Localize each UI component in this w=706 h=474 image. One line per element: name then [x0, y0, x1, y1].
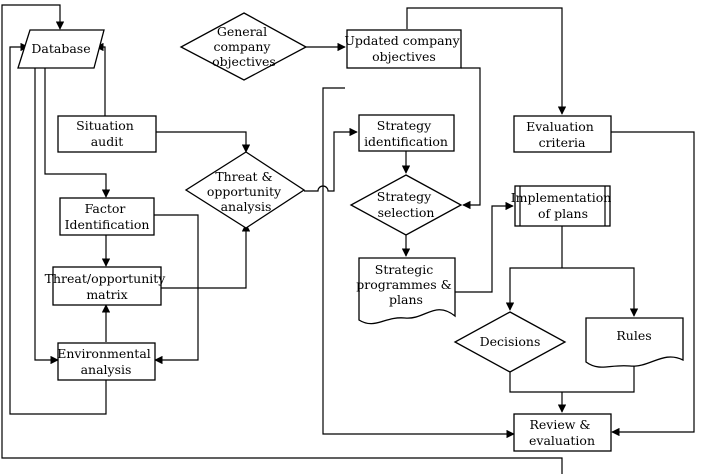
edges — [1, 4, 695, 474]
node-strategic-programmes-plans: Strategic programmes & plans — [356, 257, 456, 325]
edge-updated-to-review — [322, 87, 515, 439]
node-rules-label: Rules — [616, 328, 651, 343]
node-strategy-identification: Strategy identification — [358, 114, 455, 152]
node-implementation-of-plans-label: Implementation of plans — [511, 190, 616, 221]
edge-criteria-to-review — [611, 131, 695, 437]
node-situation-audit: Situation audit — [57, 115, 157, 153]
node-strategy-identification-label: Strategy identification — [364, 118, 448, 149]
node-decisions: Decisions — [453, 311, 567, 373]
node-factor-identification: Factor Identification — [59, 197, 155, 236]
edge-threat-analysis-to-strategy-id — [304, 127, 358, 192]
node-threat-opportunity-matrix: Threat/opportunity matrix — [45, 266, 170, 306]
node-factor-identification-label: Factor Identification — [65, 201, 150, 232]
node-review-evaluation: Review & evaluation — [513, 413, 612, 452]
node-general-company-objectives: General company objectives — [179, 12, 308, 81]
edge-programmes-to-implementation — [455, 201, 514, 293]
node-threat-opportunity-analysis: Threat & opportunity analysis — [184, 151, 306, 229]
node-database-label: Database — [31, 41, 90, 56]
edge-rules-to-review — [562, 364, 635, 393]
node-rules: Rules — [585, 317, 684, 368]
node-strategy-selection: Strategy selection — [349, 174, 463, 236]
node-updated-company-objectives: Updated company objectives — [344, 29, 463, 69]
node-evaluation-criteria: Evaluation criteria — [513, 115, 612, 153]
node-review-evaluation-label: Review & evaluation — [529, 417, 595, 448]
edge-decisions-to-review — [509, 372, 562, 393]
edge-environmental-to-database — [9, 42, 107, 415]
edge-updated-to-strategy-selection — [461, 67, 481, 210]
node-decisions-label: Decisions — [480, 334, 541, 349]
edge-implementation-to-rules — [562, 267, 639, 317]
edge-situation-to-threat-analysis — [156, 131, 251, 153]
node-threat-opportunity-analysis-label: Threat & opportunity analysis — [207, 169, 285, 214]
edge-updated-to-evaluation-criteria — [406, 7, 567, 115]
edge-database-to-factor — [44, 68, 111, 198]
node-database: Database — [17, 29, 105, 69]
node-general-company-objectives-label: General company objectives — [212, 24, 276, 69]
edge-matrix-to-threat-analysis — [161, 223, 251, 289]
node-updated-company-objectives-label: Updated company objectives — [344, 33, 463, 64]
edge-implementation-to-decisions — [505, 267, 562, 311]
node-threat-opportunity-matrix-label: Threat/opportunity matrix — [45, 271, 170, 302]
node-implementation-of-plans: Implementation of plans — [511, 185, 616, 227]
node-situation-audit-label: Situation audit — [76, 118, 138, 149]
edge-database-to-environmental — [34, 68, 59, 365]
edge-outer-loop-to-database — [1, 4, 563, 474]
node-environmental-analysis-label: Environmental analysis — [57, 346, 155, 377]
node-evaluation-criteria-label: Evaluation criteria — [526, 119, 598, 150]
node-environmental-analysis: Environmental analysis — [57, 342, 156, 381]
node-strategic-programmes-plans-label: Strategic programmes & plans — [356, 262, 456, 307]
node-strategy-selection-label: Strategy selection — [377, 189, 435, 220]
